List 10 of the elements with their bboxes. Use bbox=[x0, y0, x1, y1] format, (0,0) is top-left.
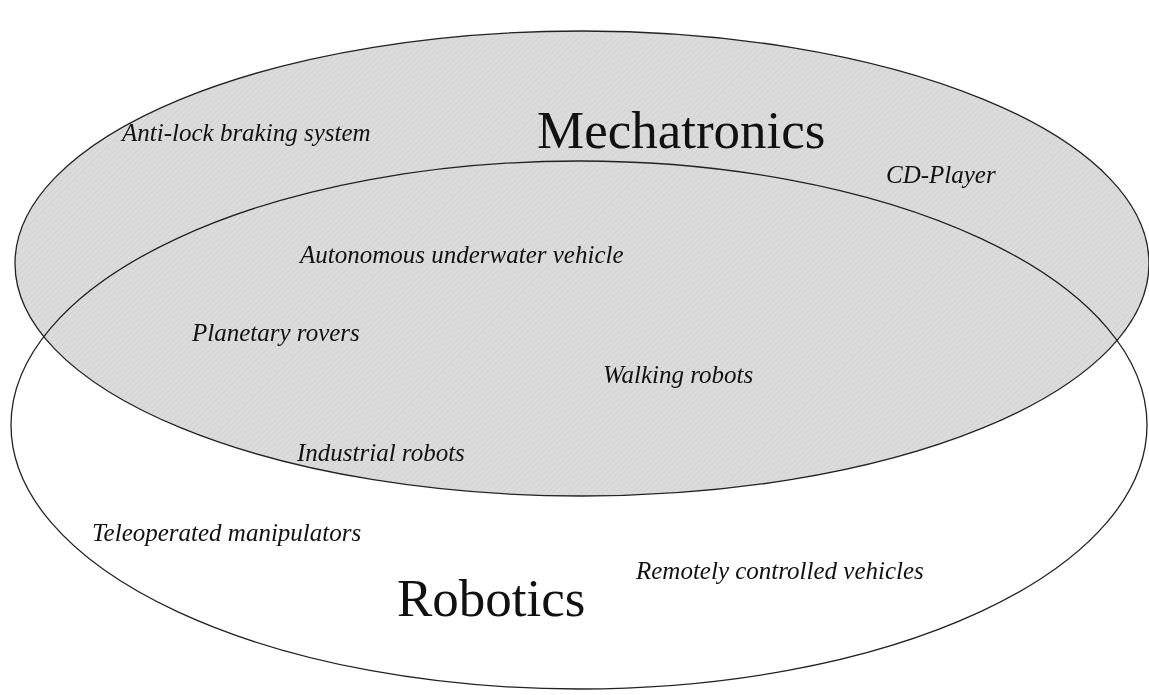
example-label: Industrial robots bbox=[297, 440, 465, 465]
example-label: Remotely controlled vehicles bbox=[636, 558, 924, 583]
example-label: Teleoperated manipulators bbox=[92, 520, 362, 545]
example-label: CD-Player bbox=[886, 162, 996, 187]
example-label: Autonomous underwater vehicle bbox=[300, 242, 624, 267]
example-label: Planetary rovers bbox=[192, 320, 360, 345]
example-label: Walking robots bbox=[603, 362, 754, 387]
example-label: Anti-lock braking system bbox=[122, 120, 371, 145]
set-title: Mechatronics bbox=[537, 104, 826, 157]
set-title: Robotics bbox=[397, 572, 586, 625]
